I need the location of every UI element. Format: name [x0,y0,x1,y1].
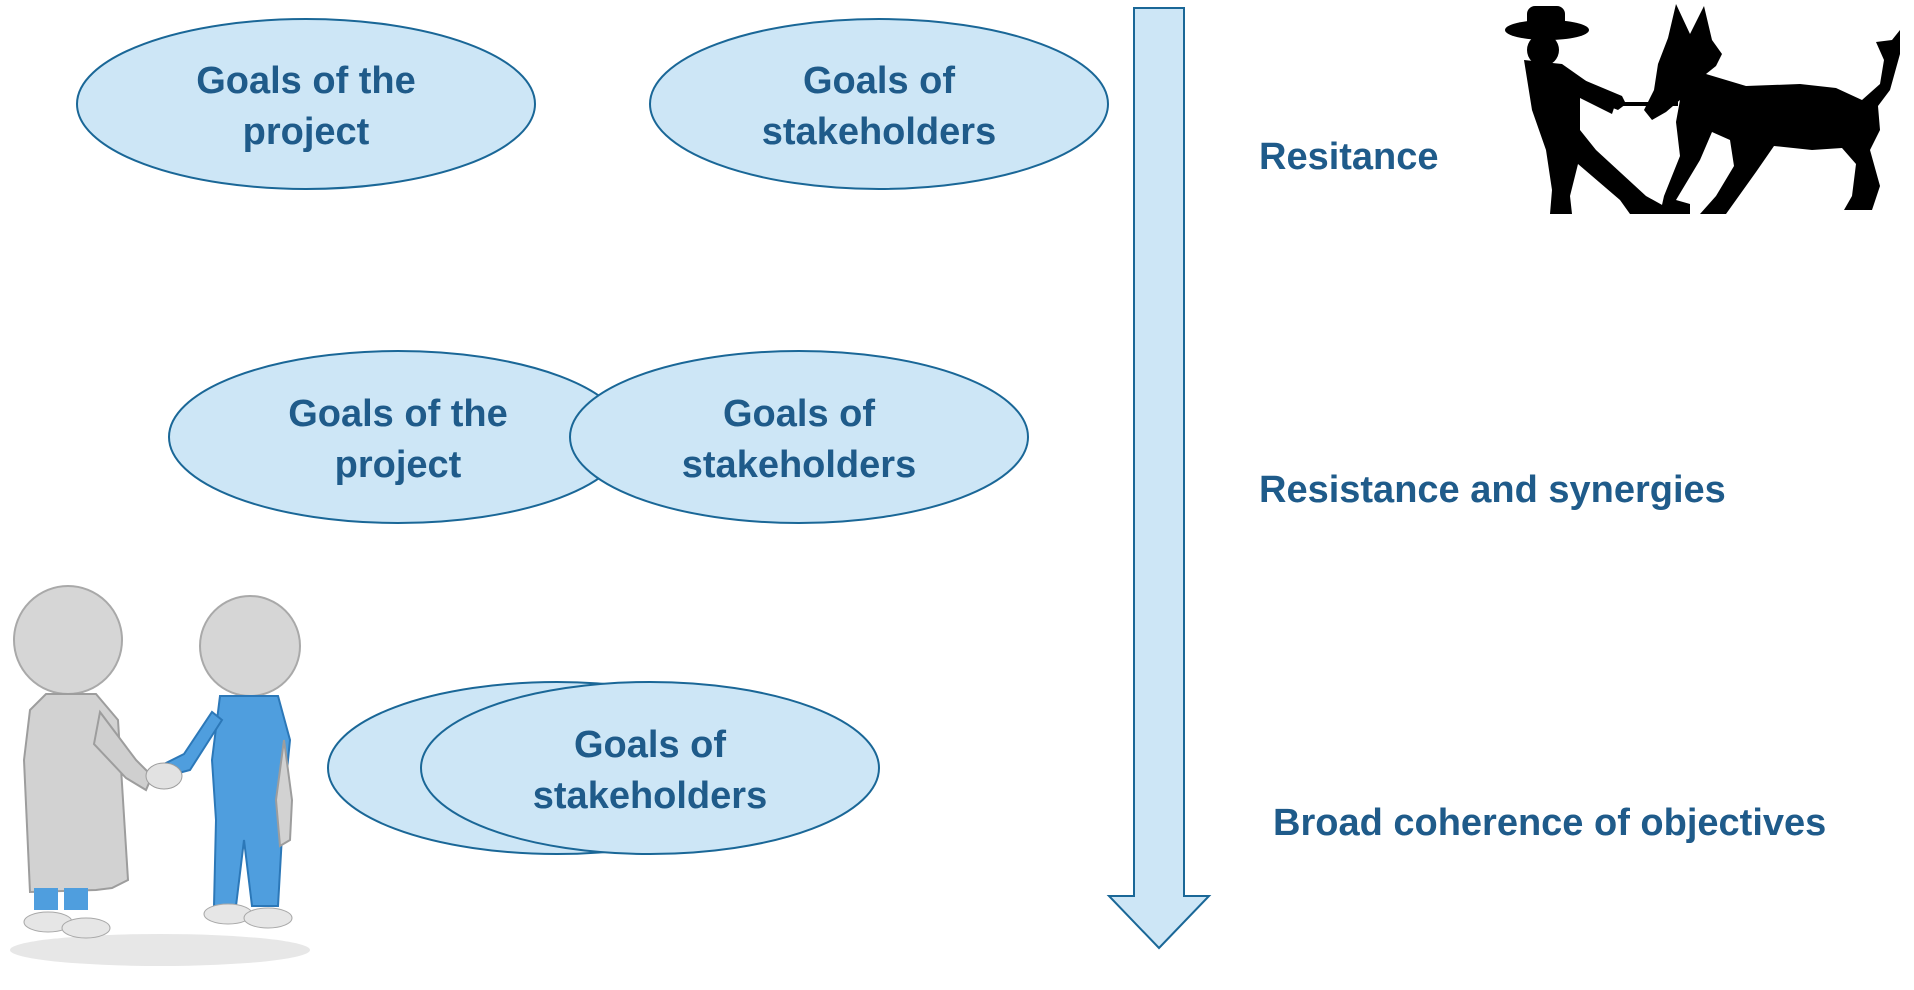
project-goals-label-line2: project [335,444,462,486]
project-goals-label-line1: Goals of the [288,393,508,435]
stakeholder-goals-label-line2: stakeholders [762,111,996,153]
outcome-label-resistance-and-synergies: Resistance and synergies [1259,469,1726,511]
handshake-figures-icon [10,585,310,966]
row-3-coherent-goals: Goals of stakeholders [327,681,880,855]
project-goals-label-line1: Goals of the [196,60,416,102]
project-goals-ellipse [168,350,628,524]
row-1-separate-goals: Goals of the project Goals of stakeholde… [76,18,1109,190]
outcome-label-resistance: Resitance [1259,136,1439,178]
stakeholder-goals-ellipse [649,18,1109,190]
stakeholder-goals-label-line1: Goals of [574,724,726,766]
man-pulling-donkey-icon [1505,4,1900,214]
stakeholder-goals-ellipse [569,350,1029,524]
project-goals-ellipse [76,18,536,190]
stakeholder-goals-label-line2: stakeholders [682,444,916,486]
stakeholder-goals-label-line2: stakeholders [533,775,767,817]
stakeholder-goals-ellipse [420,681,880,855]
project-goals-label-line2: project [243,111,370,153]
stakeholder-goals-label-line1: Goals of [803,60,955,102]
progression-down-arrow [1106,7,1212,950]
outcome-label-broad-coherence: Broad coherence of objectives [1273,802,1826,844]
row-2-overlapping-goals: Goals of the project Goals of stakeholde… [168,350,1029,524]
stakeholder-goals-label-line1: Goals of [723,393,875,435]
